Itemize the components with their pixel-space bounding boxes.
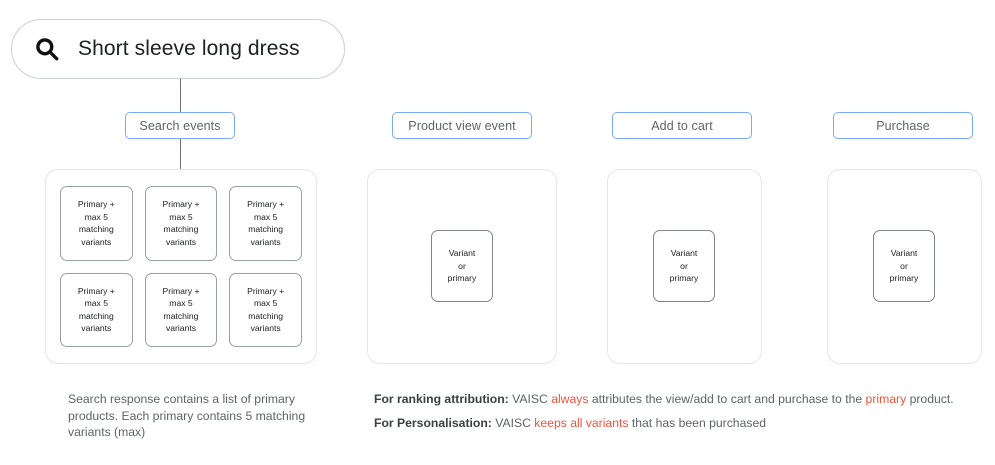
search-icon	[36, 38, 59, 61]
connector-search-to-label	[180, 79, 181, 113]
search-query-text: Short sleeve long dress	[78, 37, 300, 60]
primary-card: Primary + max 5 matching variants	[229, 186, 302, 261]
note-highlight: always	[551, 392, 589, 406]
stage-pill-product-view-event[interactable]: Product view event	[392, 112, 532, 139]
note-segment: product.	[906, 392, 954, 406]
variant-card-product-view: Variant or primary	[431, 230, 493, 302]
stage-pill-add-to-cart[interactable]: Add to cart	[612, 112, 752, 139]
primary-card: Primary + max 5 matching variants	[60, 272, 133, 347]
variant-card-add-to-cart: Variant or primary	[653, 230, 715, 302]
primary-card: Primary + max 5 matching variants	[144, 186, 218, 261]
primary-card: Primary + max 5 matching variants	[60, 186, 133, 261]
search-response-caption: Search response contains a list of prima…	[68, 392, 306, 439]
primary-card: Primary + max 5 matching variants	[229, 272, 302, 347]
note-segment: that has been purchased	[628, 415, 767, 430]
note-label: For ranking attribution:	[374, 392, 509, 406]
note-segment: VAISC	[508, 392, 552, 406]
note-highlight: keeps all variants	[534, 415, 629, 430]
stage-label: Purchase	[876, 118, 930, 133]
primary-card: Primary + max 5 matching variants	[144, 272, 218, 347]
note-ranking-attribution: For ranking attribution: VAISC always at…	[374, 391, 989, 408]
note-segment: VAISC	[491, 415, 535, 430]
stage-pill-search-events[interactable]: Search events	[125, 112, 235, 139]
note-personalisation: For Personalisation: VAISC keeps all var…	[374, 415, 989, 432]
attribution-notes: For ranking attribution: VAISC always at…	[374, 391, 989, 431]
variant-card-purchase: Variant or primary	[873, 230, 935, 302]
note-highlight: primary	[865, 392, 907, 406]
connector-label-to-panel	[180, 139, 181, 170]
stage-label: Product view event	[408, 118, 516, 133]
note-label: For Personalisation:	[374, 415, 492, 430]
stage-label: Add to cart	[651, 118, 713, 133]
search-box[interactable]: Short sleeve long dress	[11, 19, 345, 79]
primary-card-grid: Primary + max 5 matching variants Primar…	[45, 169, 317, 364]
stage-label: Search events	[139, 118, 221, 133]
stage-pill-purchase[interactable]: Purchase	[833, 112, 973, 139]
note-segment: attributes the view/add to cart and purc…	[588, 392, 866, 406]
